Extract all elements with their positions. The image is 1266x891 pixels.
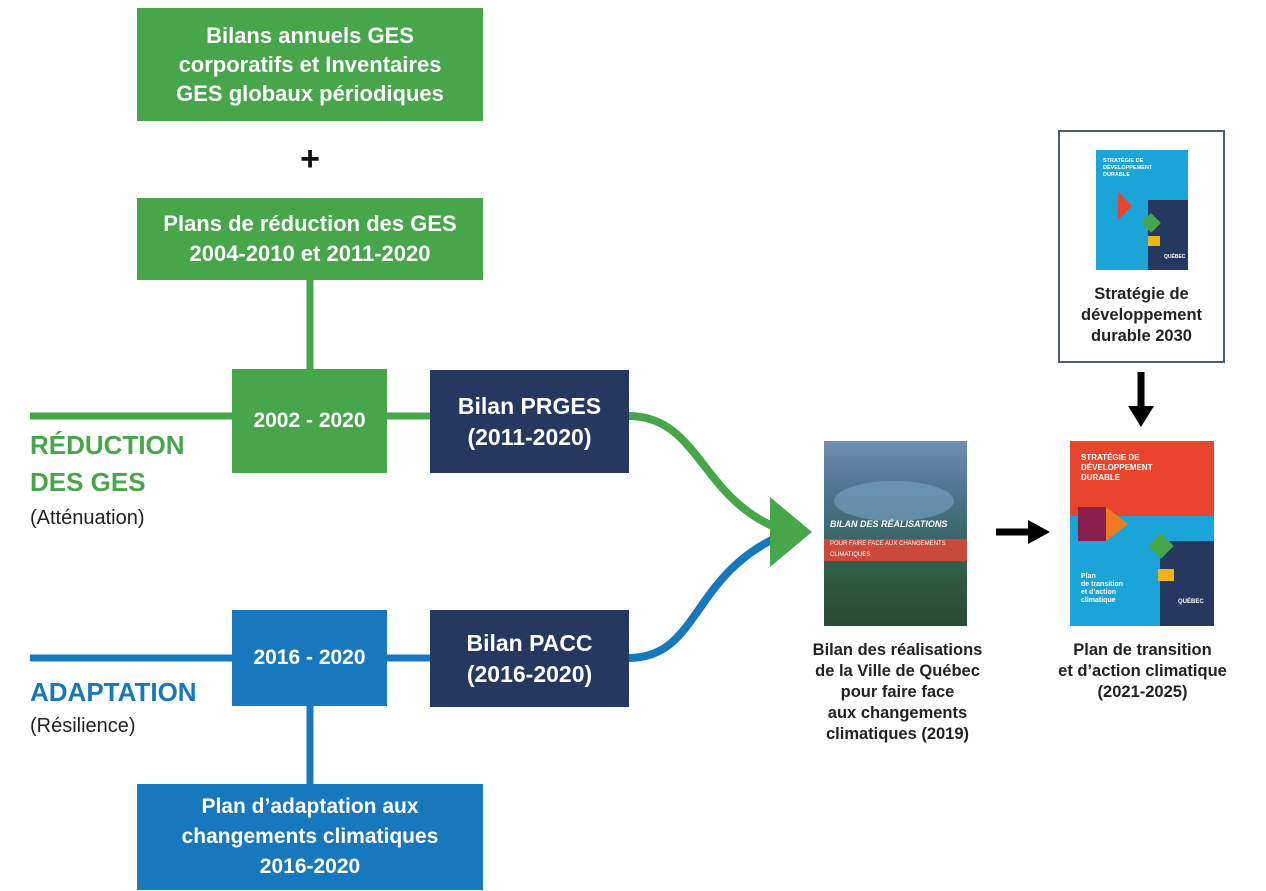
down-arrowhead — [1128, 406, 1154, 427]
strategie-frame — [1058, 130, 1225, 363]
bilan-prges-box: Bilan PRGES (2011-2020) — [430, 370, 629, 473]
right-arrowhead — [1028, 520, 1050, 544]
strategie-cover: STRATÉGIE DE DÉVELOPPEMENT DURABLE QUÉBE… — [1096, 150, 1188, 270]
plan-cover-orange-shape — [1106, 507, 1128, 541]
cover-banner: POUR FAIRE FACE AUX CHANGEMENTS CLIMATIQ… — [824, 539, 967, 561]
strategie-cover-logo: QUÉBEC — [1164, 254, 1186, 260]
bilans-annuels-box: Bilans annuels GES corporatifs et Invent… — [137, 8, 483, 121]
plan-cover-yellow-shape — [1158, 569, 1174, 581]
strategie-cover-block — [1148, 200, 1188, 270]
reduction-curve — [627, 412, 784, 534]
plan-cover-navy-block — [1160, 541, 1214, 626]
strategie-cover-title: STRATÉGIE DE DÉVELOPPEMENT DURABLE — [1103, 158, 1153, 178]
plan-transition-caption: Plan de transition et d’action climatiqu… — [1058, 641, 1227, 701]
cover-title: BILAN DES RÉALISATIONS — [830, 519, 948, 529]
plan-cover-title: STRATÉGIE DE DÉVELOPPEMENT DURABLE — [1081, 453, 1153, 482]
reduction-sublabel: (Atténuation) — [30, 507, 145, 529]
strategie-cover-shapes — [1118, 192, 1132, 220]
strategie-caption: Stratégie de développement durable 2030 — [1080, 285, 1203, 345]
bilan-pacc-box: Bilan PACC (2016-2020) — [430, 610, 629, 707]
adaptation-sublabel: (Résilience) — [30, 715, 136, 737]
plans-reduction-box: Plans de réduction des GES 2004-2010 et … — [137, 198, 483, 280]
bilan-realisations-caption: Bilan des réalisations de la Ville de Qu… — [812, 641, 983, 743]
period-adaptation-box: 2016 - 2020 — [232, 610, 387, 706]
cover-lake-shape — [834, 481, 954, 521]
adaptation-label: ADAPTATION — [30, 677, 197, 707]
reduction-label: RÉDUCTION DES GES — [30, 430, 185, 497]
plan-cover-logo: QUÉBEC — [1178, 599, 1204, 605]
plus-sign: + — [300, 140, 320, 178]
adaptation-curve — [627, 531, 784, 662]
plan-cover-purple-shape — [1078, 507, 1106, 541]
merge-arrowhead — [770, 497, 812, 567]
period-reduction-box: 2002 - 2020 — [232, 369, 387, 473]
strategie-cover-shape-yellow — [1148, 236, 1160, 246]
plan-cover-subtitle: Plan de transition et d’action climatiqu… — [1081, 573, 1124, 604]
bilan-realisations-cover: BILAN DES RÉALISATIONS POUR FAIRE FACE A… — [824, 441, 967, 626]
plan-transition-cover: STRATÉGIE DE DÉVELOPPEMENT DURABLE Plan … — [1070, 441, 1214, 626]
plan-adaptation-box: Plan d’adaptation aux changements climat… — [137, 784, 483, 890]
